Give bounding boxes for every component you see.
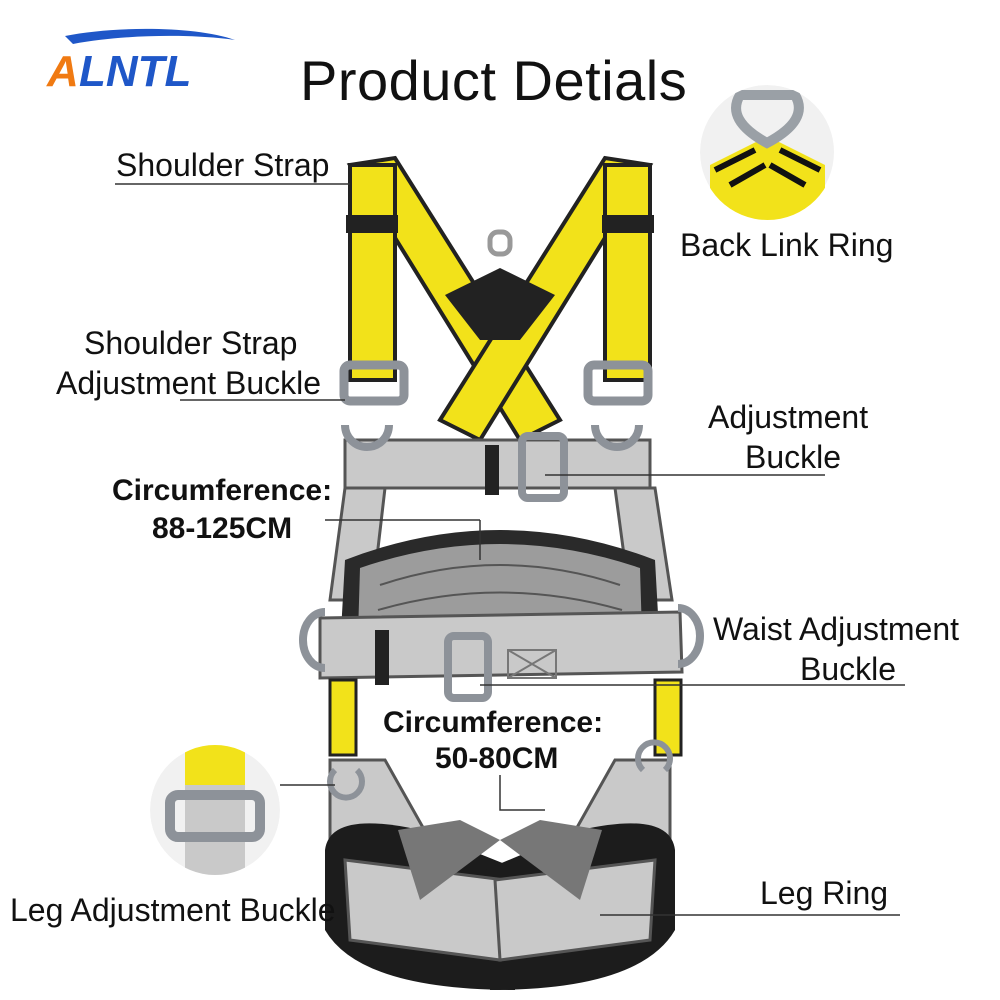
label-leg-adjustment-buckle: Leg Adjustment Buckle bbox=[10, 892, 336, 928]
label-adjustment-buckle-2: Buckle bbox=[745, 439, 842, 475]
label-chest-circumference: Circumference: bbox=[112, 474, 333, 507]
leader-lines bbox=[115, 183, 905, 916]
label-shoulder-strap-adjust-2: Adjustment Buckle bbox=[56, 365, 322, 401]
lower-straps bbox=[328, 678, 683, 757]
label-adjustment-buckle-1: Adjustment bbox=[708, 399, 869, 435]
logo-text: LNTL bbox=[79, 47, 191, 96]
back-plate bbox=[445, 268, 555, 340]
label-chest-circumference-value: 88-125CM bbox=[152, 512, 293, 545]
label-back-link-ring: Back Link Ring bbox=[680, 227, 894, 263]
label-waist-adjustment-1: Waist Adjustment bbox=[713, 611, 960, 647]
label-leg-ring: Leg Ring bbox=[760, 875, 889, 911]
leg-loops bbox=[325, 739, 675, 990]
logo-swoosh bbox=[65, 28, 235, 44]
shoulder-straps bbox=[346, 155, 654, 443]
label-waist-adjustment-2: Buckle bbox=[800, 651, 897, 687]
label-shoulder-strap-adjust-1: Shoulder Strap bbox=[84, 325, 298, 361]
label-leg-circumference: Circumference: bbox=[383, 706, 604, 739]
logo-letter-a: A bbox=[46, 47, 79, 96]
waist-belt bbox=[299, 604, 704, 702]
leg-adjustment-buckle-inset bbox=[150, 745, 280, 875]
label-shoulder-strap: Shoulder Strap bbox=[116, 147, 330, 183]
page-title: Product Detials bbox=[300, 49, 688, 112]
brand-logo: A LNTL bbox=[46, 28, 235, 96]
back-link-ring-inset bbox=[700, 85, 834, 220]
chest-strap bbox=[341, 424, 652, 502]
label-leg-circumference-value: 50-80CM bbox=[435, 742, 559, 775]
shoulder-adjustment-buckles bbox=[339, 360, 653, 406]
